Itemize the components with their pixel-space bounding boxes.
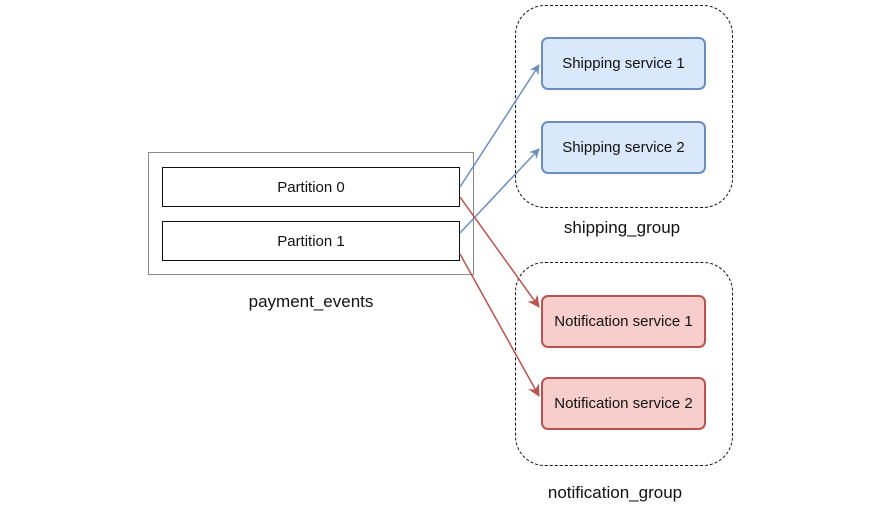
shipping-service-1-label: Shipping service 1: [562, 55, 685, 72]
shipping-service-2: Shipping service 2: [541, 121, 706, 174]
edge-partition-1-to-shipping-2: [459, 148, 540, 234]
edge-partition-1-to-notification-2: [459, 253, 540, 397]
edge-partition-0-to-notification-1: [459, 196, 540, 308]
notification-group-label: notification_group: [547, 483, 683, 502]
partition-0: Partition 0: [162, 167, 460, 207]
topic-label: payment_events: [248, 292, 374, 311]
partition-0-label: Partition 0: [277, 178, 345, 196]
notification-service-1-label: Notification service 1: [554, 313, 693, 330]
partition-1: Partition 1: [162, 221, 460, 261]
shipping-service-1: Shipping service 1: [541, 37, 706, 90]
notification-service-2-label: Notification service 2: [554, 395, 693, 412]
edge-partition-0-to-shipping-1: [459, 64, 540, 188]
notification-service-2: Notification service 2: [541, 377, 706, 430]
shipping-group-box: [515, 5, 733, 208]
notification-group-box: [515, 262, 733, 466]
shipping-group-label: shipping_group: [563, 218, 681, 237]
notification-service-1: Notification service 1: [541, 295, 706, 348]
shipping-service-2-label: Shipping service 2: [562, 139, 685, 156]
partition-1-label: Partition 1: [277, 232, 345, 250]
